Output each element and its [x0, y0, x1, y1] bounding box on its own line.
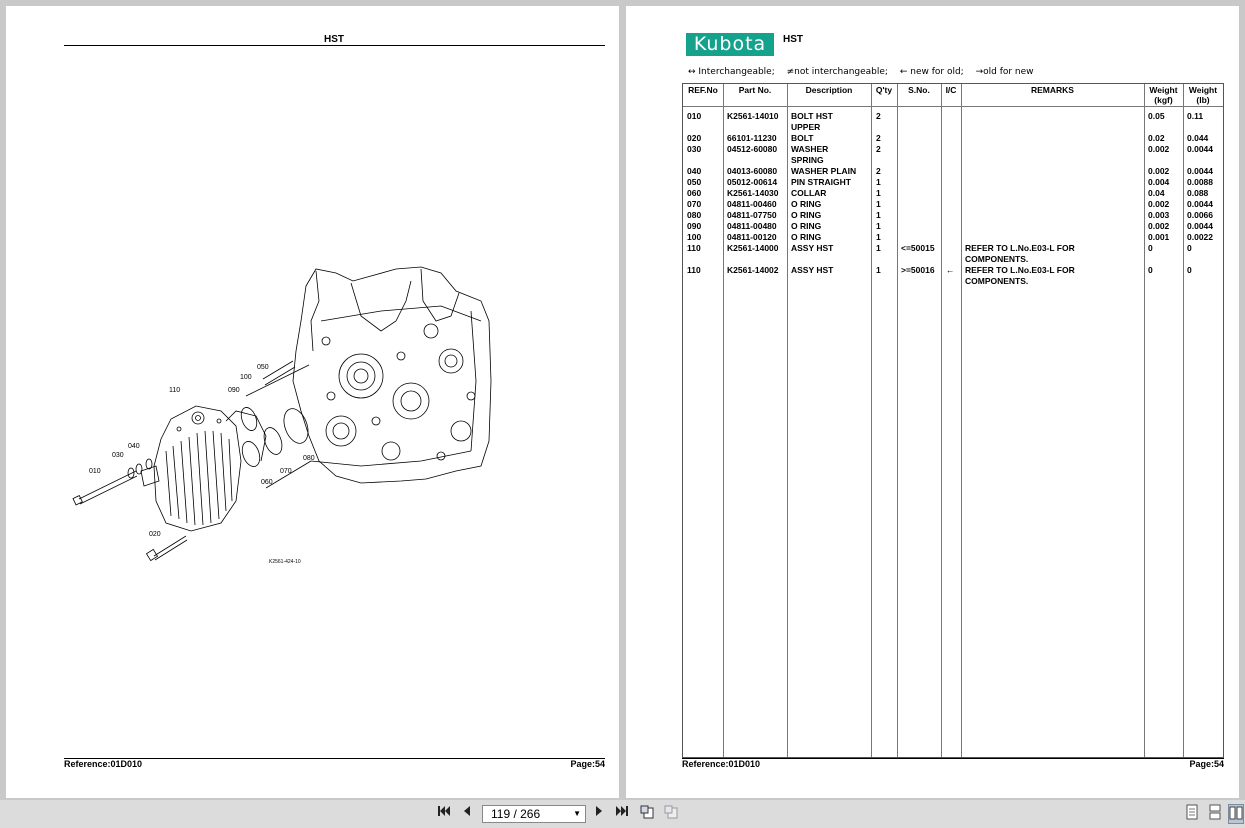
callout-100: 100 — [240, 374, 252, 381]
previous-page-button[interactable] — [460, 804, 474, 824]
dropdown-arrow-icon: ▼ — [573, 809, 581, 818]
footer-rule — [64, 758, 605, 759]
two-page-icon — [1229, 806, 1243, 820]
callout-020: 020 — [149, 531, 161, 538]
col-header-sno: S.No. — [908, 85, 930, 95]
last-page-button[interactable] — [614, 804, 630, 824]
drawing-code: K2561-424-10 — [269, 559, 301, 565]
legend-new-for-old: ← new for old; — [899, 67, 964, 77]
parts-table: REF.No Part No. Description Q'ty S.No. I… — [682, 83, 1224, 758]
rotate-counter-icon — [664, 805, 678, 819]
page-indicator: 119 / 266 — [491, 807, 541, 821]
callout-070: 070 — [280, 468, 292, 475]
last-page-icon — [616, 806, 628, 816]
viewer-toolbar: 119 / 266 ▼ — [0, 800, 1245, 828]
footer-rule — [682, 758, 1224, 759]
next-page-button[interactable] — [592, 804, 606, 824]
header-rule — [64, 45, 605, 46]
callout-030: 030 — [112, 452, 124, 459]
continuous-page-icon — [1209, 804, 1221, 820]
col-header-part: Part No. — [738, 85, 772, 95]
callout-110: 110 — [169, 387, 180, 394]
rotate-icon — [640, 805, 654, 819]
kubota-logo: Kubota — [686, 33, 774, 56]
callout-050: 050 — [257, 364, 269, 371]
col-header-ic: I/C — [945, 85, 957, 95]
col-header-weight-lb: Weight (lb) — [1188, 85, 1218, 105]
left-page: HST — [6, 6, 619, 798]
small-parts — [72, 360, 312, 562]
first-page-button[interactable] — [436, 804, 452, 824]
callout-040: 040 — [128, 443, 140, 450]
col-header-description: Description — [805, 85, 853, 95]
right-page: Kubota HST ↔ Interchangeable; ≠not inter… — [626, 6, 1239, 798]
legend-old-for-new: →old for new — [975, 67, 1034, 77]
continuous-view-button[interactable] — [1207, 804, 1223, 824]
col-header-ref: REF.No — [688, 85, 718, 95]
page-title: HST — [783, 34, 803, 45]
footer-page-number: Page:54 — [570, 759, 605, 769]
first-page-icon — [438, 806, 450, 816]
col-header-qty: Q'ty — [875, 85, 893, 95]
transmission-housing — [292, 266, 492, 484]
callout-060: 060 — [261, 479, 273, 486]
part-callouts: 050 100 110 090 040 030 010 080 070 060 … — [89, 364, 315, 565]
interchangeability-legend: ↔ Interchangeable; ≠not interchangeable;… — [688, 67, 1043, 77]
page-number-select[interactable]: 119 / 266 ▼ — [482, 805, 586, 823]
page-title: HST — [324, 34, 344, 45]
footer-reference: Reference:01D010 — [64, 759, 143, 769]
single-page-icon — [1186, 804, 1198, 820]
callout-010: 010 — [89, 468, 101, 475]
rotate-page-button[interactable] — [638, 804, 656, 824]
previous-page-icon — [464, 806, 470, 816]
rotate-page-button-disabled[interactable] — [662, 804, 680, 824]
col-header-weight-kgf: Weight (kgf) — [1149, 85, 1178, 105]
hst-pump-body — [140, 405, 267, 532]
callout-090: 090 — [228, 387, 240, 394]
legend-interchangeable: ↔ Interchangeable; — [688, 67, 775, 77]
legend-not-interchangeable: ≠not interchangeable; — [786, 67, 888, 77]
exploded-parts-drawing: 050 100 110 090 040 030 010 080 070 060 … — [72, 266, 492, 565]
footer-reference: Reference:01D010 — [682, 759, 761, 769]
single-page-view-button[interactable] — [1184, 804, 1200, 824]
next-page-icon — [596, 806, 602, 816]
two-page-view-button[interactable] — [1228, 804, 1244, 824]
col-header-remarks: REMARKS — [1031, 85, 1074, 95]
footer-page-number: Page:54 — [1189, 759, 1224, 769]
callout-080: 080 — [303, 455, 315, 462]
